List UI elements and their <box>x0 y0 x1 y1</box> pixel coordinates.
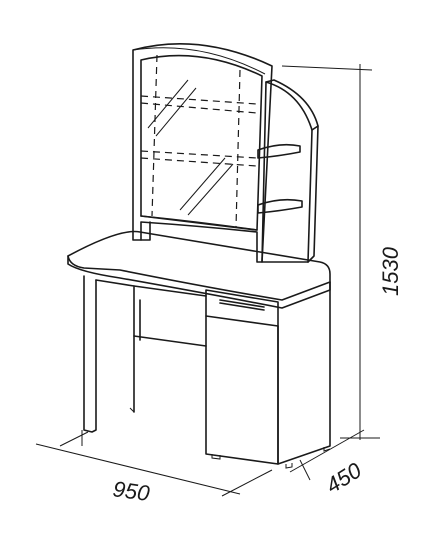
glare-stroke <box>155 87 197 137</box>
depth-dimension-label: 450 <box>321 457 366 498</box>
drawer-handle <box>219 299 265 308</box>
dimension-lines <box>35 64 380 497</box>
glare-stroke <box>147 79 189 129</box>
glare-stroke <box>179 157 226 211</box>
width-dimension-label: 950 <box>111 476 152 506</box>
glare-stroke <box>187 163 234 216</box>
table-top <box>67 230 331 309</box>
cabinet-door <box>205 315 279 465</box>
mirror <box>132 43 273 263</box>
height-dimension-label: 1530 <box>378 246 403 296</box>
table-body <box>83 275 331 469</box>
